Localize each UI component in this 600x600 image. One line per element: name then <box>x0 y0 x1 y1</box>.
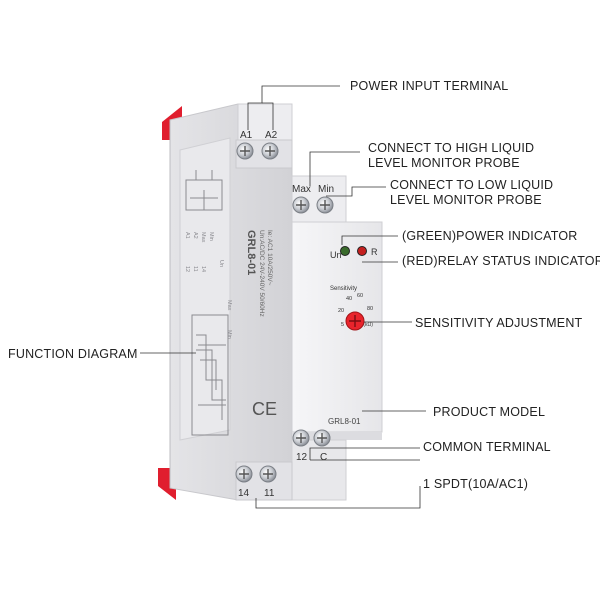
callout-function-diagram: FUNCTION DIAGRAM <box>8 347 138 361</box>
diagram-label: 14 <box>200 266 206 272</box>
screw-a2 <box>261 142 279 160</box>
side-spec-line1: Un:AC/DC 24V-240V 50/60Hz <box>258 230 265 317</box>
screw-11 <box>259 465 277 483</box>
callout-power-input-terminal: POWER INPUT TERMINAL <box>350 79 509 93</box>
front-model-print: GRL8-01 <box>328 417 361 426</box>
dial-scale-mark: 60 <box>357 293 363 299</box>
relay-indicator-label: R <box>371 247 378 257</box>
dial-scale-mark: 40 <box>346 296 352 302</box>
callout-power-indicator: (GREEN)POWER INDICATOR <box>402 229 578 243</box>
relay-side-housing <box>169 103 293 501</box>
power-indicator-label: Un <box>330 250 342 260</box>
diagram-label: Un <box>218 260 224 267</box>
terminal-label-a2: A2 <box>265 130 278 141</box>
dial-scale-mark: 100(kΩ) <box>355 322 373 328</box>
dial-scale-mark: 20 <box>338 308 344 314</box>
callout-high-probe-line2: LEVEL MONITOR PROBE <box>368 156 520 170</box>
diagram-label: Max <box>226 300 232 311</box>
side-function-diagram-print <box>185 170 229 436</box>
callout-high-probe-line1: CONNECT TO HIGH LIQUID <box>368 141 535 155</box>
callout-product-model: PRODUCT MODEL <box>433 405 546 419</box>
screw-c <box>313 429 331 447</box>
sensitivity-label: Sensitivity <box>330 286 357 292</box>
callout-spdt: 1 SPDT(10A/AC1) <box>423 477 529 491</box>
ce-mark: CE <box>252 399 277 419</box>
terminal-label-c: C <box>320 452 327 463</box>
diagram-label: 11 <box>192 266 198 272</box>
power-led-icon <box>340 246 350 256</box>
terminal-label-min: Min <box>318 184 334 195</box>
diagram-label: Min <box>226 330 232 339</box>
terminal-screws <box>235 142 334 483</box>
terminal-label-11: 11 <box>264 488 275 499</box>
diagram-label: Min <box>208 232 214 241</box>
screw-14 <box>235 465 253 483</box>
screw-a1 <box>236 142 254 160</box>
callout-low-probe-line1: CONNECT TO LOW LIQUID <box>390 178 554 192</box>
terminal-label-a1: A1 <box>240 130 253 141</box>
callout-leader-lines <box>140 85 426 509</box>
relay-led-icon <box>357 246 367 256</box>
relay-front-face <box>291 165 383 501</box>
diagram-label: Max <box>200 232 206 243</box>
diagram-label: 12 <box>184 266 190 272</box>
terminal-label-14: 14 <box>238 488 250 499</box>
dial-scale-mark: 80 <box>367 306 373 312</box>
diagram-label: A1 <box>184 232 190 239</box>
side-model-print: GRL8-01 <box>245 230 257 275</box>
diagram-label: A2 <box>192 232 198 239</box>
side-spec-line2: Ie: AC1 10A/250V~ <box>266 230 273 286</box>
callout-sensitivity-adjustment: SENSITIVITY ADJUSTMENT <box>415 316 583 330</box>
screw-min <box>316 196 334 214</box>
dial-scale-mark: 5 <box>341 322 344 328</box>
callout-relay-indicator: (RED)RELAY STATUS INDICATOR <box>402 254 600 268</box>
callout-common-terminal: COMMON TERMINAL <box>423 440 551 454</box>
screw-12 <box>292 429 310 447</box>
screw-max <box>292 196 310 214</box>
sensitivity-dial: Sensitivity 5 20 40 60 80 100(kΩ) <box>330 286 373 331</box>
terminal-label-12: 12 <box>296 452 308 463</box>
front-indicators: Un R <box>330 246 378 260</box>
callout-low-probe-line2: LEVEL MONITOR PROBE <box>390 193 542 207</box>
terminal-label-max: Max <box>292 184 311 195</box>
